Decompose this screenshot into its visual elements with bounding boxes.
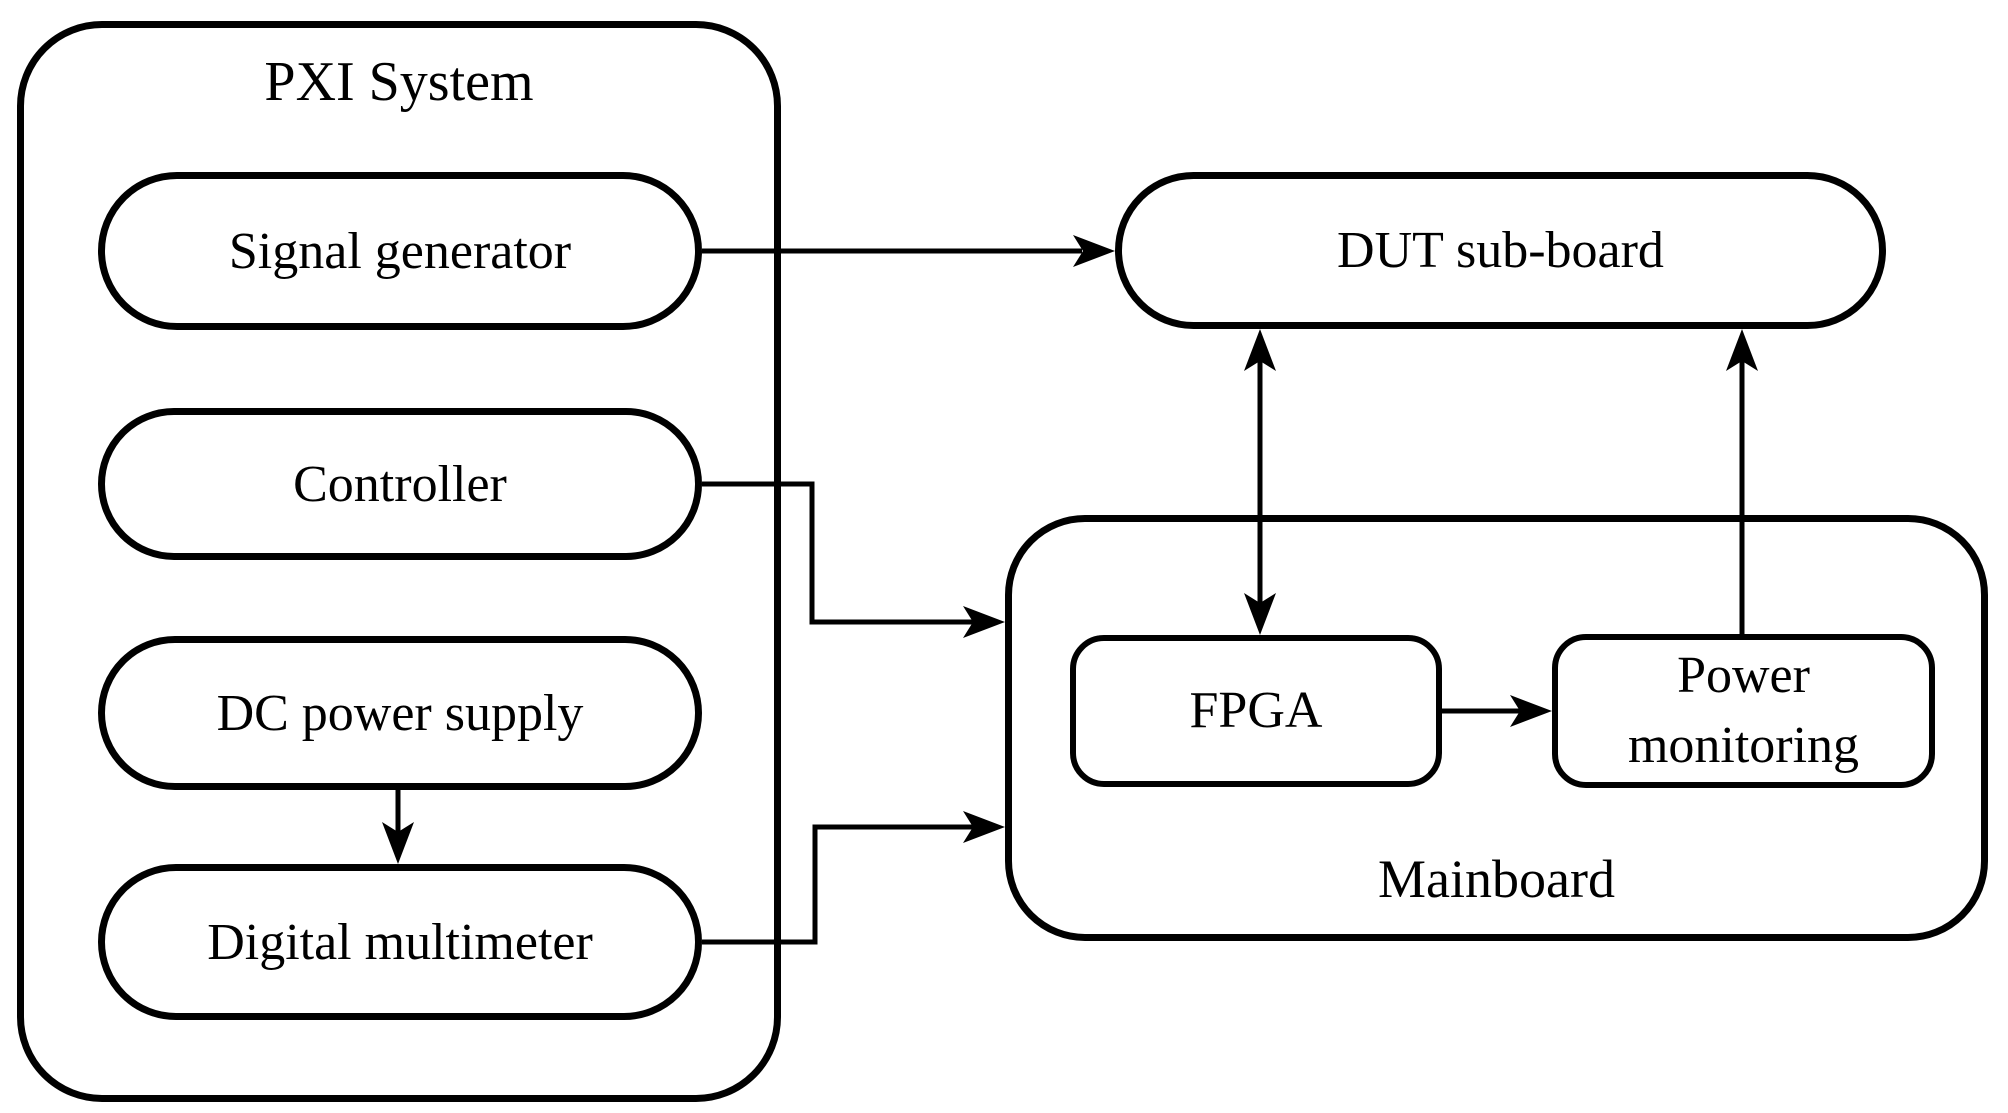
arrowhead-right-icon [963,811,1005,843]
arrowhead-right-icon [1073,235,1115,267]
node-digital-multimeter: Digital multimeter [98,864,702,1020]
node-controller: Controller [98,408,702,560]
node-dc-power-supply: DC power supply [98,636,702,790]
arrowhead-up-icon [1726,329,1758,371]
node-dut-sub-board: DUT sub-board [1115,172,1886,329]
node-fpga: FPGA [1070,635,1442,787]
node-power-monitoring: Power monitoring [1552,634,1935,788]
power-monitoring-label: Power monitoring [1627,646,1860,774]
arrowhead-right-icon [963,606,1005,638]
mainboard-container [1005,515,1988,941]
mainboard-label: Mainboard [1378,849,1615,909]
pxi-system-title: PXI System [264,51,534,113]
arrowhead-up-icon [1244,329,1276,371]
node-signal-generator: Signal generator [98,172,702,330]
